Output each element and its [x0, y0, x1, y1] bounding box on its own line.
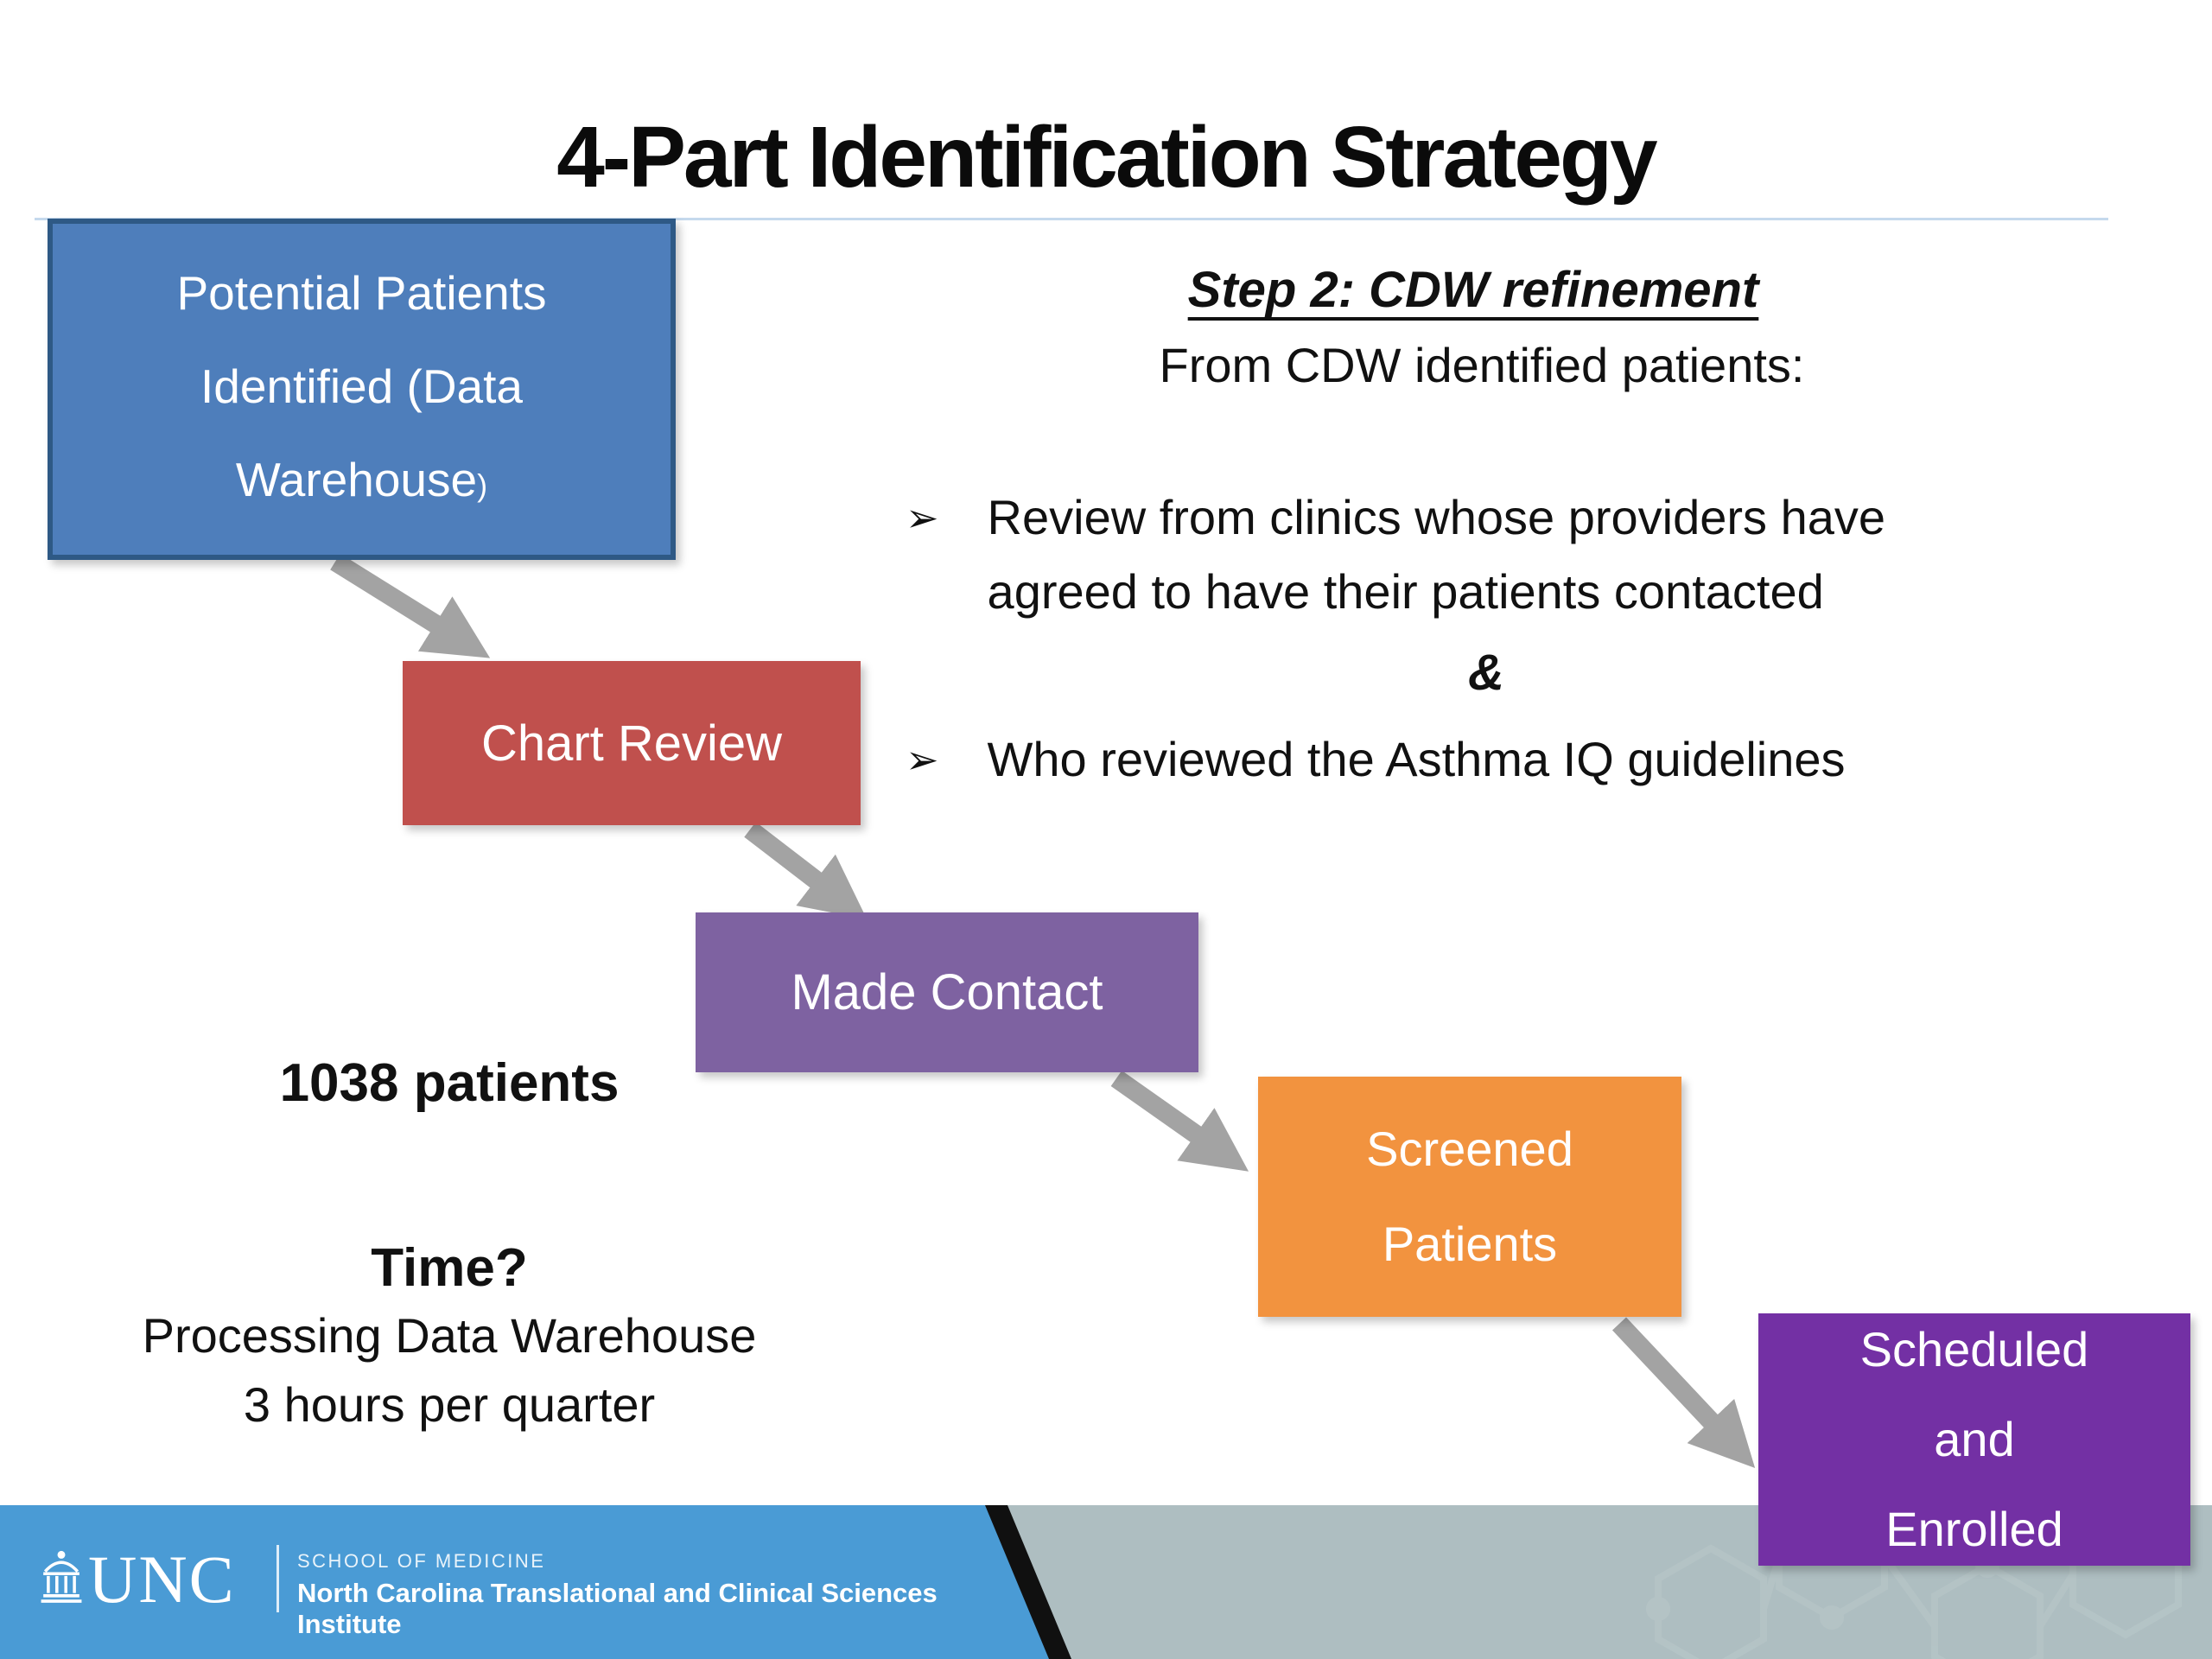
flow-box-chart-review: Chart Review [403, 661, 861, 825]
step2-heading: Step 2: CDW refinement [1187, 262, 1759, 318]
time-detail-line: Processing Data Warehouse [142, 1308, 757, 1363]
box-label-line: Screened [1366, 1122, 1573, 1176]
bullet-text-line: Review from clinics whose providers have [987, 490, 1886, 544]
ampersand-connector: & [1468, 645, 1504, 701]
box-label-word: Warehouse [235, 453, 478, 506]
time-detail-line: 3 hours per quarter [243, 1377, 656, 1432]
flow-box-scheduled-enrolled: Scheduled and Enrolled [1758, 1313, 2190, 1566]
unc-logotype: UNC [88, 1541, 236, 1617]
flow-arrow-1 [330, 553, 491, 658]
bullet-item-asthma-iq: ➢ Who reviewed the Asthma IQ guidelines [906, 722, 1846, 797]
flow-arrow-4 [1611, 1317, 1756, 1469]
box-label-line: Warehouse) [53, 433, 671, 532]
institute-label: North Carolina Translational and Clinica… [297, 1578, 938, 1639]
flow-box-screened-patients: Screened Patients [1258, 1077, 1681, 1317]
flow-arrow-3 [1110, 1071, 1249, 1172]
title-divider-line [35, 218, 2108, 220]
bullet-text-line: Who reviewed the Asthma IQ guidelines [987, 732, 1846, 786]
box-label-line: Scheduled [1859, 1322, 2089, 1376]
time-heading: Time? [371, 1238, 528, 1298]
flow-arrow-2 [744, 822, 868, 920]
arrow-bullet-icon: ➢ [906, 494, 939, 541]
flow-box-made-contact: Made Contact [696, 912, 1198, 1072]
footer-slant-edge [983, 1505, 1071, 1659]
school-of-medicine-label: SCHOOL OF MEDICINE [297, 1550, 546, 1572]
slide-title: 4-Part Identification Strategy [556, 109, 1657, 206]
bullet-text-line: agreed to have their patients contacted [987, 564, 1824, 619]
patients-count-label: 1038 patients [279, 1053, 620, 1113]
box-label-paren: ) [477, 467, 488, 503]
box-label-line: and [1934, 1412, 2015, 1466]
step2-subheading: From CDW identified patients: [1159, 338, 1805, 392]
molecule-decoration [1646, 1505, 2182, 1659]
footer-blue-band [0, 1505, 1071, 1659]
box-label-line: Enrolled [1885, 1502, 2063, 1556]
footer-blue-shape [0, 1505, 1049, 1659]
box-label-line: Patients [1382, 1217, 1558, 1271]
box-label-line: Potential Patients [176, 266, 547, 320]
arrow-bullet-icon: ➢ [906, 736, 939, 783]
flow-box-potential-patients: Potential Patients Identified (Data Ware… [48, 219, 676, 560]
box-label-line: Made Contact [791, 964, 1103, 1020]
footer-logo-block: UNC SCHOOL OF MEDICINE North Carolina Tr… [0, 1505, 1037, 1659]
bullet-item-review-clinics: ➢ Review from clinics whose providers ha… [906, 480, 1885, 629]
box-label-line: Identified (Data [200, 359, 523, 413]
footer-logo-divider [276, 1545, 279, 1612]
bullet-text: Review from clinics whose providers have… [988, 480, 1886, 629]
bullet-text: Who reviewed the Asthma IQ guidelines [988, 722, 1846, 797]
time-detail: Processing Data Warehouse 3 hours per qu… [35, 1301, 864, 1440]
box-label-line: Chart Review [480, 715, 783, 772]
old-well-icon [41, 1550, 82, 1603]
